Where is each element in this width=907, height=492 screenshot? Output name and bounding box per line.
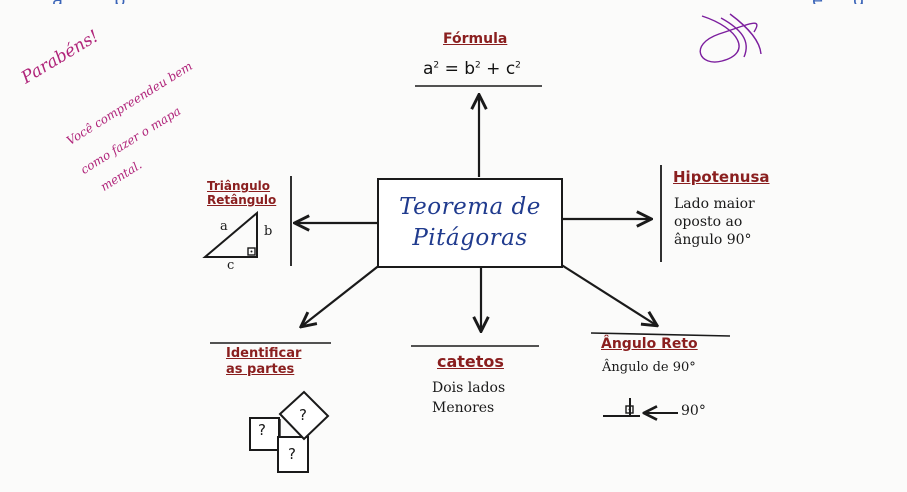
- arrow-to-identify: [302, 263, 382, 326]
- square-leg-1-mark: ?: [258, 421, 266, 439]
- hypotenuse-line3: ângulo 90°: [674, 232, 752, 248]
- identify-heading-line1: Identificar: [226, 346, 302, 361]
- signature-scribble: [699, 13, 762, 63]
- triangle-label-a: a: [220, 219, 228, 234]
- right-angle-divider: [590, 332, 731, 337]
- hypotenuse-heading: Hipotenusa: [673, 168, 770, 186]
- triangle-label-c: c: [227, 258, 235, 273]
- triangle-label-b: b: [264, 224, 273, 239]
- hypotenuse-line2: oposto ao: [674, 214, 743, 230]
- pythagorean-squares: [249, 390, 330, 473]
- formula-expression: a2 = b2 + c2: [423, 59, 521, 79]
- hypotenuse-line1: Lado maior: [674, 196, 755, 212]
- formula-a-exp: 2: [433, 60, 440, 71]
- triangle-heading-line1: Triângulo: [207, 179, 271, 193]
- right-angle-arrow-label: 90°: [681, 403, 706, 419]
- square-leg-2-mark: ?: [288, 445, 296, 463]
- right-angle-description: Ângulo de 90°: [602, 360, 696, 375]
- legs-heading: catetos: [437, 352, 504, 371]
- top-fragment-c: e: [812, 0, 823, 4]
- formula-c: c: [505, 59, 516, 79]
- arrow-to-right-angle: [559, 263, 656, 325]
- triangle-heading: Triângulo Retângulo: [207, 179, 276, 207]
- right-angle-drawing: [603, 398, 678, 416]
- identify-heading-line2: as partes: [226, 362, 295, 377]
- top-fragment-d: g: [853, 0, 864, 4]
- identify-heading: Identificar as partes: [226, 346, 301, 378]
- formula-b: b: [464, 59, 476, 79]
- formula-equals: =: [444, 59, 459, 79]
- legs-line1: Dois lados: [432, 380, 506, 396]
- formula-b-exp: 2: [475, 60, 481, 71]
- triangle-heading-line2: Retângulo: [207, 193, 277, 207]
- legs-line2: Menores: [432, 400, 495, 416]
- top-cut-text: a p e g: [0, 0, 907, 4]
- right-angle-heading: Ângulo Reto: [601, 336, 698, 352]
- top-fragment-a: a: [52, 0, 63, 4]
- formula-a: a: [423, 59, 434, 79]
- square-hypotenuse-mark: ?: [299, 406, 307, 424]
- formula-c-exp: 2: [515, 60, 521, 71]
- central-topic: Teorema de Pitágoras: [377, 178, 563, 268]
- legs-description: Dois lados Menores: [432, 378, 505, 418]
- top-fragment-b: p: [114, 0, 125, 4]
- formula-plus: +: [486, 59, 501, 79]
- central-topic-line2: Pitágoras: [412, 225, 528, 251]
- formula-heading: Fórmula: [443, 31, 508, 47]
- triangle-shape: [202, 210, 258, 258]
- central-topic-line1: Teorema de: [399, 194, 541, 220]
- hypotenuse-description: Lado maior oposto ao ângulo 90°: [674, 195, 755, 249]
